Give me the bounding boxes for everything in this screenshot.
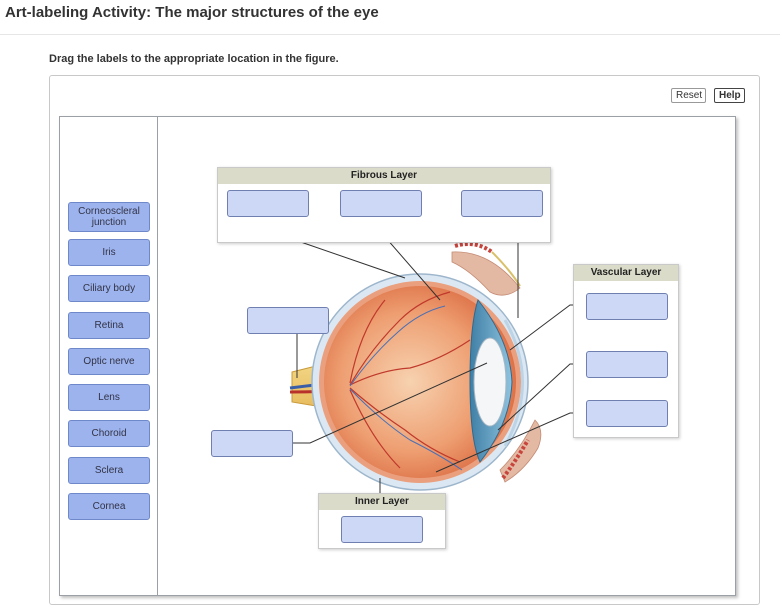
label-cornea[interactable]: Cornea [68, 493, 150, 520]
label-text: Retina [94, 320, 124, 331]
label-text: Lens [98, 392, 120, 403]
vascular-layer-title: Vascular Layer [574, 265, 678, 281]
label-text: Ciliary body [82, 283, 136, 294]
fibrous-layer-title: Fibrous Layer [218, 168, 550, 184]
label-text: Cornea [92, 501, 126, 512]
label-bank-divider [157, 116, 158, 596]
drop-target-vascular-2[interactable] [586, 351, 668, 378]
drop-target-inner-1[interactable] [341, 516, 423, 543]
label-choroid[interactable]: Choroid [68, 420, 150, 447]
drop-target-vascular-3[interactable] [586, 400, 668, 427]
label-optic-nerve[interactable]: Optic nerve [68, 348, 150, 375]
eyeball-illustration [311, 273, 529, 491]
inner-layer-title: Inner Layer [319, 494, 445, 510]
title-divider [0, 34, 780, 35]
label-text: Choroid [91, 428, 127, 439]
fibrous-layer-group: Fibrous Layer [217, 167, 551, 243]
label-retina[interactable]: Retina [68, 312, 150, 339]
drop-target-fibrous-2[interactable] [340, 190, 422, 217]
drop-target-optic-area[interactable] [247, 307, 329, 334]
eye-diagram [265, 217, 585, 494]
inner-layer-group: Inner Layer [318, 493, 446, 549]
label-sclera[interactable]: Sclera [68, 457, 150, 484]
instructions-text: Drag the labels to the appropriate locat… [49, 53, 339, 65]
drop-target-fibrous-1[interactable] [227, 190, 309, 217]
label-lens[interactable]: Lens [68, 384, 150, 411]
drop-target-vascular-1[interactable] [586, 293, 668, 320]
label-ciliary-body[interactable]: Ciliary body [68, 275, 150, 302]
page-title: Art-labeling Activity: The major structu… [5, 4, 379, 21]
drop-target-retina-area[interactable] [211, 430, 293, 457]
label-text: Sclera [94, 465, 124, 476]
label-text: Optic nerve [83, 356, 135, 367]
drop-target-fibrous-3[interactable] [461, 190, 543, 217]
label-iris[interactable]: Iris [68, 239, 150, 266]
label-text: Iris [102, 247, 116, 258]
eye-muscles-illustration [451, 242, 542, 483]
reset-button[interactable]: Reset [671, 88, 706, 103]
vascular-layer-group: Vascular Layer [573, 264, 679, 438]
help-button[interactable]: Help [714, 88, 745, 103]
